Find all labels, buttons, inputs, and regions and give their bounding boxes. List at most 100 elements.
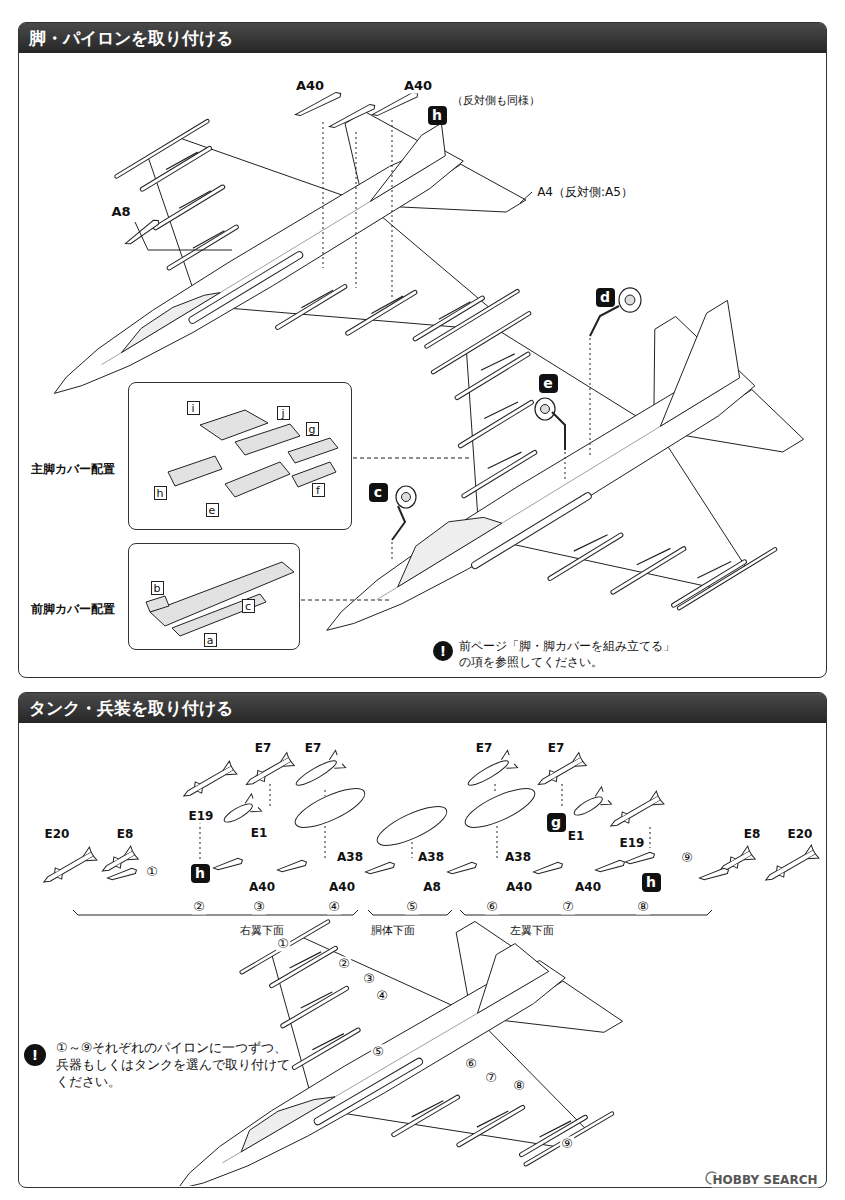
missile-canard [620, 810, 632, 824]
gear-door-part [146, 596, 169, 612]
centerline-tank [475, 496, 588, 565]
guide-line [392, 542, 393, 562]
store [348, 292, 415, 333]
missile-body [245, 757, 291, 786]
callout-number: ⑨ [560, 1137, 574, 1152]
callout-number: ⑥ [464, 1057, 478, 1072]
inset-box: 前脚カバー配置bca [128, 543, 300, 650]
guide-line [325, 790, 326, 796]
missile-part [762, 845, 819, 886]
wingtip-missile [433, 313, 529, 372]
wheel [619, 288, 641, 312]
store [294, 1030, 358, 1067]
bomb-body [222, 801, 255, 826]
missile-body [765, 850, 816, 882]
store [459, 1107, 523, 1144]
callout-number: ⑧ [636, 900, 650, 915]
caution-mark: ! [440, 644, 446, 658]
missile-part [607, 791, 664, 832]
group-label: 胴体下面 [370, 925, 416, 938]
guide-line [200, 822, 201, 860]
gear-strut [392, 506, 405, 540]
pylon-part [533, 861, 564, 875]
guide-line [497, 826, 498, 860]
fuselage [54, 146, 463, 394]
part-number: A38 [336, 851, 364, 865]
badge-letter: c [374, 485, 382, 499]
bomb-part [569, 787, 611, 823]
pylon-part [107, 867, 138, 881]
store [156, 187, 223, 228]
caution-mark: ! [32, 1048, 38, 1062]
part-number: A8 [110, 205, 131, 220]
store [613, 549, 684, 592]
guide-line [412, 842, 413, 858]
part-number: E19 [188, 810, 215, 824]
store [278, 287, 345, 328]
part-letter: g [309, 424, 316, 435]
pylon-part [213, 857, 244, 871]
pylon-part [371, 91, 419, 118]
bomb-part [463, 750, 517, 793]
pylon-part [447, 861, 478, 875]
callout-number: ⑥ [485, 900, 499, 915]
part-number: E7 [475, 742, 494, 756]
vertical-fin [660, 300, 739, 426]
part-letter: h [157, 488, 164, 499]
guide-line [495, 784, 496, 794]
part-number: E8 [743, 828, 762, 842]
store [278, 287, 345, 328]
gear-door-part [225, 462, 290, 497]
missile-canard [53, 866, 65, 880]
callout-number: ③ [362, 972, 376, 987]
wheel [535, 398, 555, 420]
tail-fin [81, 847, 97, 865]
wingtip-missile [117, 121, 208, 176]
callout-number: ① [276, 937, 290, 952]
wheel-hub [625, 295, 635, 305]
missile-body [537, 757, 583, 786]
wingtip-missile [117, 121, 208, 176]
missile-part [180, 761, 237, 802]
part-number: E20 [787, 828, 814, 842]
callout-number: ④ [327, 900, 341, 915]
gear-strut [590, 306, 619, 336]
badge-letter: e [543, 376, 553, 390]
store [550, 535, 621, 578]
guide-line [392, 120, 393, 300]
gear-door-part [172, 594, 266, 636]
part-letter: b [154, 583, 161, 594]
missile-body [43, 852, 94, 884]
watermark: HOBBY SEARCH [712, 1174, 819, 1188]
group-label: 左翼下面 [509, 925, 555, 938]
badge-letter: g [551, 815, 561, 829]
part-badge: d [596, 288, 615, 307]
part-number: E7 [254, 742, 273, 756]
section2-parts [40, 750, 819, 1184]
vertical-fin [370, 123, 445, 201]
part-number: A40 [574, 881, 602, 895]
part-badge: h [428, 106, 447, 125]
missile-canard [728, 855, 740, 869]
missile-canard [193, 780, 205, 794]
centerline-tank [193, 255, 300, 320]
badge-letter: h [646, 875, 656, 889]
part-badge: h [642, 873, 661, 892]
fuel-tank [290, 781, 369, 835]
part-letter-box: g [306, 422, 319, 436]
pylon-part [294, 91, 342, 118]
note-text: ①～⑨それぞれのパイロンに一つずつ、兵器もしくはタンクを選んで取り付けてください… [55, 1040, 295, 1091]
tail-fin [122, 846, 138, 864]
part-number: A4（反対側:A5） [536, 186, 634, 200]
centerline-tank [475, 496, 588, 565]
part-letter: e [209, 505, 216, 516]
store [156, 187, 223, 228]
store [457, 354, 528, 397]
tail-fin [221, 761, 237, 779]
canopy [241, 1097, 335, 1152]
centerline-tank [318, 1062, 419, 1121]
part-letter-box: i [187, 401, 200, 415]
note-text: 前ページ「脚・脚カバーを組み立てる」の項を参照してください。 [458, 639, 680, 670]
missile-canard [255, 769, 267, 783]
